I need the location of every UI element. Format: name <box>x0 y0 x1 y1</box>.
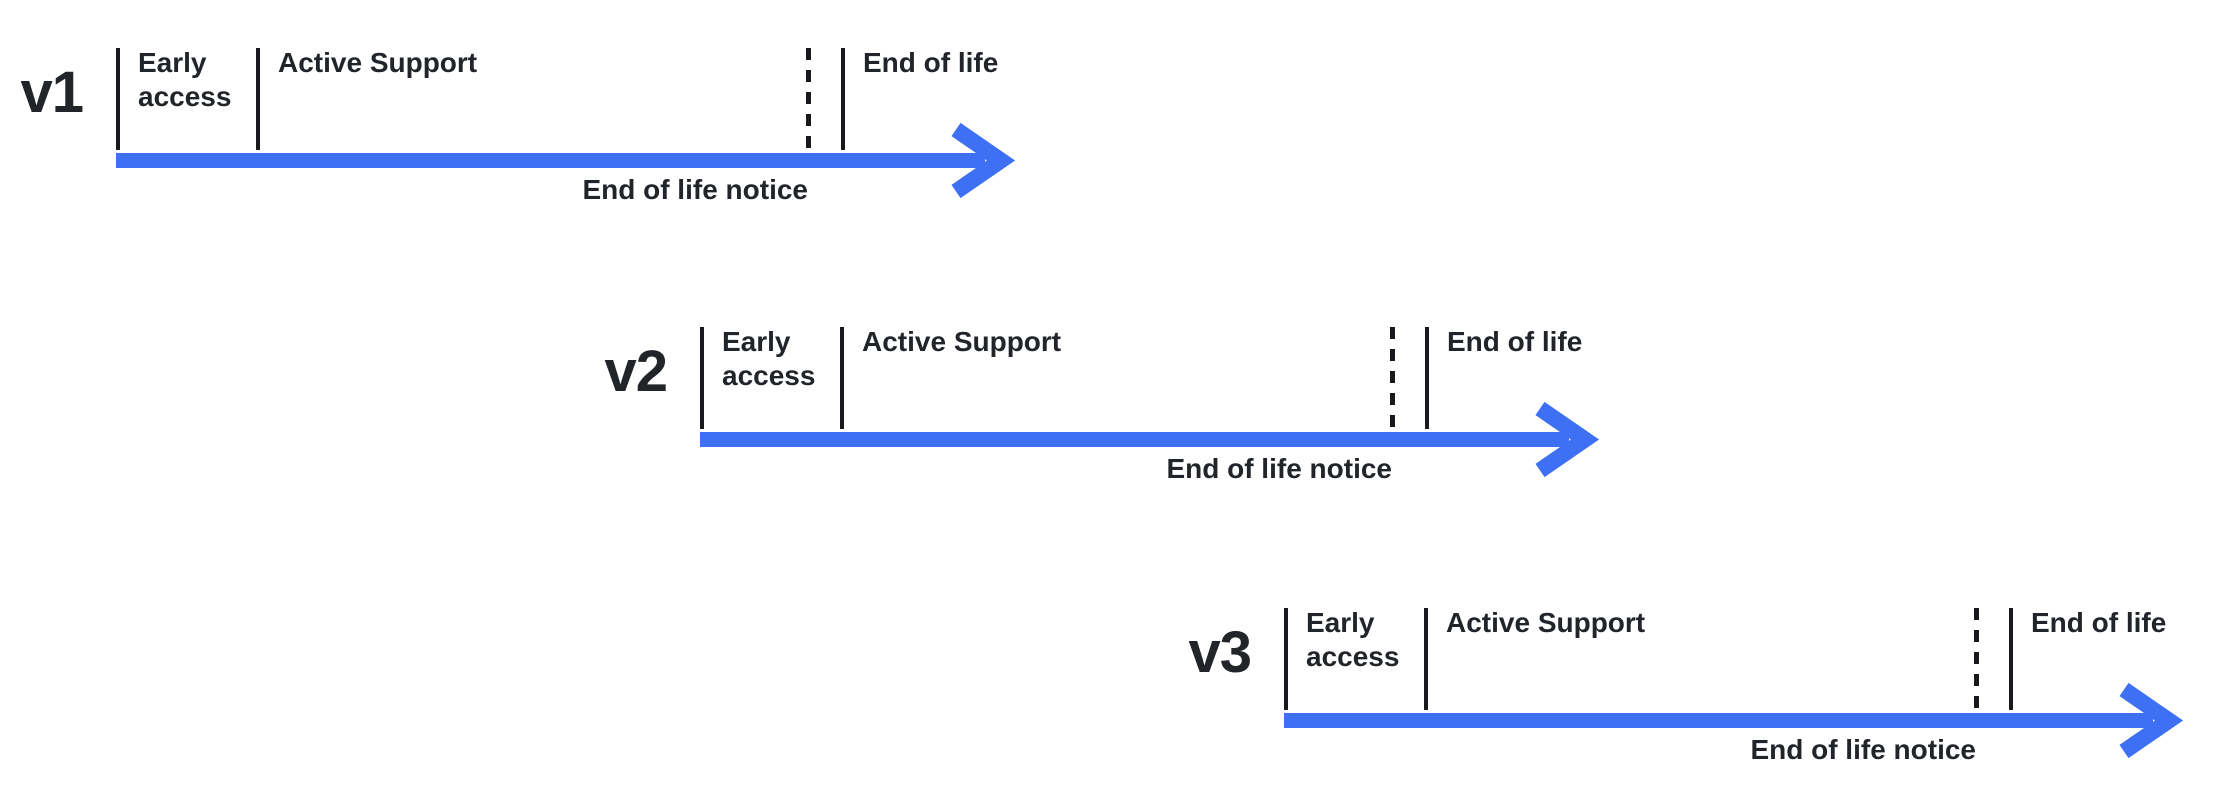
eol-notice-dashed-line <box>1390 327 1395 429</box>
end-of-life-notice-label: End of life notice <box>1750 734 1976 765</box>
early-access-start-tick <box>116 48 120 150</box>
timeline-arrow-bar <box>1284 713 2153 728</box>
end-of-life-label: End of life <box>2031 607 2167 638</box>
active-support-label: Active Support <box>278 47 478 78</box>
version-label: v3 <box>1188 620 1252 685</box>
early-access-start-tick <box>700 327 704 429</box>
active-support-start-tick <box>256 48 260 150</box>
end-of-life-label: End of life <box>1447 326 1583 357</box>
end-of-life-notice-label: End of life notice <box>582 174 808 205</box>
timeline-arrow <box>1284 682 2184 759</box>
timeline-arrowhead-icon <box>1535 401 1600 478</box>
eol-notice-dashed-line <box>806 48 811 150</box>
end-of-life-label: End of life <box>863 47 999 78</box>
end-of-life-tick <box>1425 327 1429 429</box>
timeline-row-v2: v2 Early access Active Support End of li… <box>604 326 1662 537</box>
timeline-arrow <box>116 122 1016 199</box>
timeline-arrowhead-icon <box>2119 682 2184 759</box>
end-of-life-tick <box>841 48 845 150</box>
timeline-row-v1: v1 Early access Active Support End of li… <box>20 47 1078 258</box>
early-access-label: Early access <box>722 326 816 391</box>
active-support-label: Active Support <box>1446 607 1646 638</box>
eol-notice-dashed-line <box>1974 608 1979 710</box>
timeline-arrow-bar <box>700 432 1569 447</box>
version-label: v1 <box>20 60 84 125</box>
active-support-start-tick <box>840 327 844 429</box>
active-support-label: Active Support <box>862 326 1062 357</box>
active-support-start-tick <box>1424 608 1428 710</box>
early-access-label: Early access <box>138 47 232 112</box>
timeline-arrowhead-icon <box>951 122 1016 199</box>
end-of-life-tick <box>2009 608 2013 710</box>
version-label: v2 <box>604 339 668 404</box>
timeline-arrow <box>700 401 1600 478</box>
early-access-label: Early access <box>1306 607 1400 672</box>
timeline-arrow-bar <box>116 153 985 168</box>
end-of-life-notice-label: End of life notice <box>1166 453 1392 484</box>
timeline-row-v3: v3 Early access Active Support End of li… <box>1188 607 2228 812</box>
early-access-start-tick <box>1284 608 1288 710</box>
